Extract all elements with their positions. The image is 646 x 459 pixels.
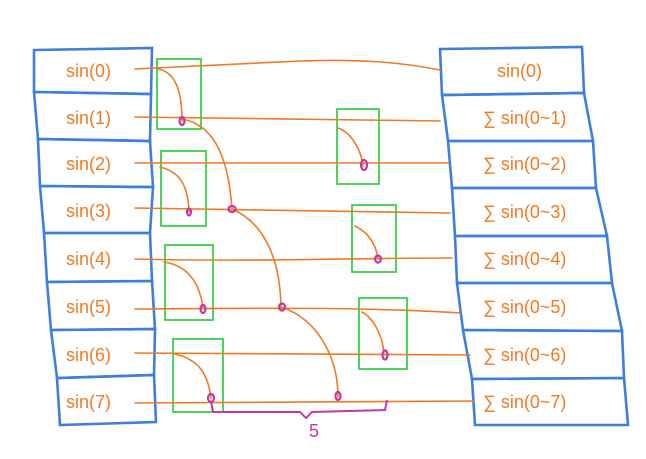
input-labels: sin(0) sin(1) sin(2) sin(3) sin(4) sin(5… [66,61,111,412]
wire-3 [134,207,451,214]
wire-6 [134,352,471,356]
input-label-0: sin(0) [66,61,111,81]
adder-box-6 [351,204,397,273]
input-label-1: sin(1) [66,108,111,128]
adder-box-2 [160,150,207,227]
brace [210,399,388,420]
output-labels: sin(0) ∑ sin(0~1) ∑ sin(0~2) ∑ sin(0~3) … [483,61,566,412]
node-5 [277,302,287,312]
adder-box-7 [358,297,408,370]
output-label-4: ∑ sin(0~4) [483,249,566,269]
node-8 [359,158,369,172]
input-label-5: sin(5) [66,297,111,317]
wire-4 [134,257,453,261]
wire-5 [134,307,461,314]
node-9 [373,254,383,264]
adder-box-5 [336,108,380,185]
output-label-3: ∑ sin(0~3) [483,202,566,222]
adder-boxes [156,58,408,413]
input-label-6: sin(6) [66,345,111,365]
output-label-1: ∑ sin(0~1) [483,108,566,128]
node-1 [178,115,186,127]
input-label-2: sin(2) [66,154,111,174]
input-label-7: sin(7) [66,392,111,412]
adder-box-3 [164,244,214,321]
output-label-7: ∑ sin(0~7) [483,392,566,412]
output-label-2: ∑ sin(0~2) [483,154,566,174]
wire-1 [134,116,441,122]
output-label-0: sin(0) [497,61,542,81]
node-2 [185,207,193,217]
node-3 [227,204,237,214]
node-7 [334,390,342,402]
adder-box-4 [172,338,224,413]
brace-label: 5 [309,421,319,441]
adder-box-1 [156,58,202,130]
output-column [438,45,630,427]
node-4 [199,303,207,315]
output-label-6: ∑ sin(0~6) [483,345,566,365]
input-label-3: sin(3) [66,201,111,221]
input-label-4: sin(4) [66,249,111,269]
input-column [32,46,158,427]
output-label-5: ∑ sin(0~5) [483,297,566,317]
wire-7 [134,400,475,404]
wire-0 [134,59,441,71]
node-10 [381,349,389,361]
wires [134,59,475,404]
